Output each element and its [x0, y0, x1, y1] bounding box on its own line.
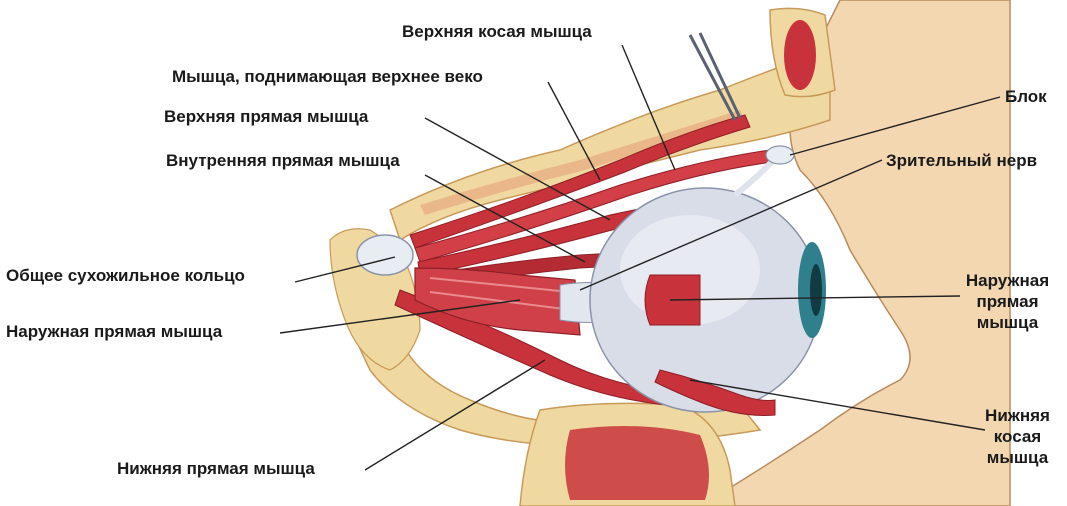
- label-lateral-rectus-left: Наружная прямая мышца: [6, 321, 222, 342]
- common-ring-structure: [357, 235, 413, 275]
- trochlea: [766, 146, 794, 164]
- pupil: [810, 264, 822, 316]
- label-superior-rectus: Верхняя прямая мышца: [164, 106, 368, 127]
- label-inferior-oblique-line3: мышца: [975, 447, 1060, 468]
- label-trochlea: Блок: [1005, 86, 1047, 107]
- label-lateral-rectus-right: Наружная прямая мышца: [955, 270, 1060, 333]
- label-medial-rectus: Внутренняя прямая мышца: [166, 150, 400, 171]
- label-levator-palpebrae: Мышца, поднимающая верхнее веко: [172, 66, 483, 87]
- frontal-sinus-cavity: [784, 20, 816, 90]
- label-lateral-rectus-right-line1: Наружная: [955, 270, 1060, 291]
- maxillary-sinus: [565, 426, 709, 500]
- label-inferior-oblique-line1: Нижняя: [975, 405, 1060, 426]
- label-superior-oblique: Верхняя косая мышца: [402, 21, 592, 42]
- label-inferior-oblique-line2: косая: [975, 426, 1060, 447]
- label-inferior-rectus: Нижняя прямая мышца: [117, 458, 315, 479]
- label-lateral-rectus-right-line3: мышца: [955, 312, 1060, 333]
- label-common-tendinous-ring: Общее сухожильное кольцо: [6, 265, 245, 286]
- label-lateral-rectus-right-line2: прямая: [955, 291, 1060, 312]
- label-inferior-oblique: Нижняя косая мышца: [975, 405, 1060, 468]
- label-optic-nerve: Зрительный нерв: [886, 150, 1037, 171]
